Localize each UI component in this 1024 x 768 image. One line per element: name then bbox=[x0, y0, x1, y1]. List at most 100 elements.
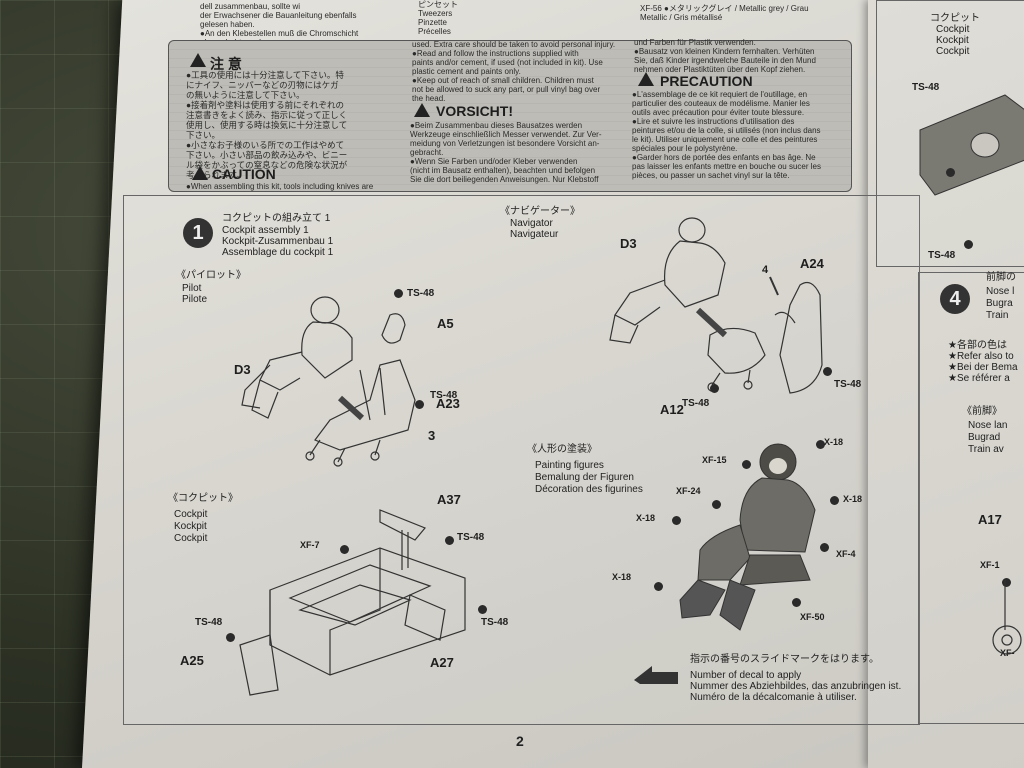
part-ts48-navigator-2: TS-48 bbox=[834, 379, 862, 390]
cockpit-heading-de: Kockpit bbox=[174, 521, 207, 532]
metallic-grey-text: XF-56 ●メタリックグレイ / Metallic grey / Grau M… bbox=[640, 4, 809, 22]
x18-dot-1 bbox=[816, 440, 825, 449]
jp-caution-text: ●工具の使用には十分注意して下さい。特 にナイフ、ニッパーなどの刃物にはケガ の… bbox=[186, 70, 348, 180]
caution-warning-icon bbox=[192, 166, 208, 180]
pilot-heading-fr: Pilote bbox=[182, 294, 208, 305]
precaution-text: ●L'assemblage de ce kit requiert de l'ou… bbox=[632, 90, 821, 180]
paint-xf7: XF-7 bbox=[300, 540, 320, 550]
part-ts48-cockpit-1: TS-48 bbox=[457, 532, 485, 543]
step1-title-fr: Assemblage du cockpit 1 bbox=[222, 247, 334, 258]
part-a37: A37 bbox=[437, 492, 461, 507]
xf24-dot bbox=[712, 500, 721, 509]
ts48-dot-cockpit-3 bbox=[478, 605, 487, 614]
ts48-dot-cockpit-1 bbox=[445, 536, 454, 545]
xf4-dot bbox=[820, 543, 829, 552]
step1-number: 1 bbox=[183, 218, 213, 248]
decal-note-jp: 指示の番号のスライドマークをはります。 bbox=[690, 654, 879, 665]
part-a27: A27 bbox=[430, 655, 454, 670]
part-a25: A25 bbox=[180, 653, 204, 668]
part-a5: A5 bbox=[437, 316, 454, 331]
caution-text: ●When assembling this kit, tools includi… bbox=[186, 182, 374, 191]
paint-x18-3: X-18 bbox=[636, 513, 656, 523]
nose-heading-de: Bugrad bbox=[968, 432, 1001, 443]
vorsicht-text: ●Beim Zusammenbau dieses Bausatzes werde… bbox=[410, 121, 602, 184]
part-d3-pilot: D3 bbox=[234, 362, 251, 377]
right-cockpit-drawing bbox=[919, 94, 1024, 196]
jp-caution-title: 注 意 bbox=[210, 56, 242, 72]
step4-title-de: Bugra bbox=[986, 298, 1013, 309]
pilot-heading-en: Pilot bbox=[182, 283, 202, 294]
right-cockpit-jp: コクピット bbox=[930, 13, 980, 24]
painting-heading-fr: Décoration des figurines bbox=[535, 484, 643, 495]
cockpit-assembly-drawing bbox=[239, 509, 466, 696]
navigator-heading-jp: 《ナビゲーター》 bbox=[500, 206, 580, 217]
step1-title-jp: コクピットの組み立て 1 bbox=[222, 213, 331, 224]
step4-notes: ★各部の色は ★Refer also to ★Bei der Bema ★Se … bbox=[948, 340, 1018, 384]
tweezers-text: ピンセット Tweezers Pinzette Précelles bbox=[418, 0, 458, 36]
caution-box bbox=[168, 40, 852, 192]
navigator-arrow bbox=[695, 307, 728, 338]
xf7-dot bbox=[340, 545, 349, 554]
decal-4: 4 bbox=[762, 264, 769, 276]
paint-xf50: XF-50 bbox=[800, 612, 825, 622]
part-a23: A23 bbox=[436, 396, 460, 411]
painted-figure-drawing bbox=[679, 443, 816, 631]
painting-heading-jp: 《人形の塗装》 bbox=[527, 444, 597, 455]
step4-title-en: Nose l bbox=[986, 286, 1015, 297]
vorsicht-warning-icon bbox=[414, 103, 430, 117]
nose-gear-drawing bbox=[992, 580, 1022, 655]
paint-xf15: XF-15 bbox=[702, 455, 727, 465]
right-cockpit-lines: Cockpit Kockpit Cockpit bbox=[936, 24, 970, 57]
pilot-heading-jp: 《パイロット》 bbox=[176, 270, 246, 281]
part-ts48-navigator-1: TS-48 bbox=[682, 398, 710, 409]
decal-slide-icon bbox=[634, 666, 678, 684]
paint-xf4: XF-4 bbox=[836, 549, 856, 559]
x18-dot-4 bbox=[654, 582, 663, 591]
nose-heading-jp: 《前脚》 bbox=[962, 406, 1002, 417]
decal-note-de: Nummer des Abziehbildes, das anzubringen… bbox=[690, 681, 902, 692]
right-ts48-b: TS-48 bbox=[928, 250, 956, 261]
ts48-dot-cockpit-2 bbox=[226, 633, 235, 642]
decal-note-en: Number of decal to apply bbox=[690, 670, 802, 681]
step4-title-fr: Train bbox=[986, 310, 1009, 321]
caution-mid-text: used. Extra care should be taken to avoi… bbox=[412, 40, 616, 103]
pilot-figure-drawing bbox=[241, 296, 416, 467]
part-a24: A24 bbox=[800, 256, 824, 271]
xf15-dot bbox=[742, 460, 751, 469]
x18-dot-2 bbox=[830, 496, 839, 505]
x18-dot-3 bbox=[672, 516, 681, 525]
caution-title: CAUTION bbox=[212, 166, 276, 182]
paint-x18-2: X-18 bbox=[843, 494, 863, 504]
paint-xf-right: XF- bbox=[1000, 648, 1015, 658]
part-a17: A17 bbox=[978, 512, 1002, 527]
paint-x18-4: X-18 bbox=[612, 572, 632, 582]
step4-number: 4 bbox=[940, 284, 970, 314]
painting-heading-en: Painting figures bbox=[535, 460, 604, 471]
xf1-dot bbox=[1002, 578, 1011, 587]
nose-heading-en: Nose lan bbox=[968, 420, 1008, 431]
part-d3-navigator: D3 bbox=[620, 236, 637, 251]
navigator-heading-fr: Navigateur bbox=[510, 229, 559, 240]
step1-title-en: Cockpit assembly 1 bbox=[222, 225, 309, 236]
ts48-dot-pilot-2 bbox=[415, 400, 424, 409]
paint-xf1: XF-1 bbox=[980, 560, 1000, 570]
navigator-figure-drawing bbox=[609, 217, 823, 394]
ts48-dot-navigator-1 bbox=[710, 384, 719, 393]
precaution-title: PRECAUTION bbox=[660, 73, 753, 89]
precaution-warning-icon bbox=[638, 72, 654, 86]
part-a12: A12 bbox=[660, 402, 684, 417]
decal-3: 3 bbox=[428, 428, 436, 443]
cockpit-heading-en: Cockpit bbox=[174, 509, 208, 520]
part-ts48-pilot-1: TS-48 bbox=[407, 288, 435, 299]
right-top-text: und Farben für Plastik verwenden. ●Bausa… bbox=[634, 38, 816, 74]
step1-title-de: Kockpit-Zusammenbau 1 bbox=[222, 236, 334, 247]
cockpit-heading-fr: Cockpit bbox=[174, 533, 208, 544]
painting-heading-de: Bemalung der Figuren bbox=[535, 472, 634, 483]
decal-note-fr: Numéro de la décalcomanie à utiliser. bbox=[690, 692, 857, 703]
paint-x18-1: X-18 bbox=[824, 437, 844, 447]
step4-title-jp: 前脚の bbox=[986, 272, 1016, 283]
vorsicht-title: VORSICHT! bbox=[436, 103, 513, 119]
pilot-arrow bbox=[337, 395, 365, 421]
caution-box-texture bbox=[169, 41, 851, 191]
right-ts48-dot-b bbox=[964, 240, 973, 249]
